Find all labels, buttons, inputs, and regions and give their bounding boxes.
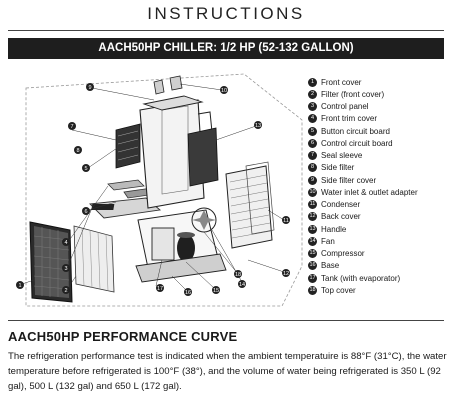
- legend-item: 9 Side filter cover: [308, 174, 450, 186]
- svg-text:1: 1: [18, 283, 21, 289]
- svg-text:14: 14: [239, 282, 245, 288]
- title-rule: [8, 30, 444, 31]
- part-number-badge: 16: [308, 261, 317, 271]
- svg-text:8: 8: [76, 148, 79, 154]
- svg-text:2: 2: [64, 288, 67, 294]
- legend-item: 8 Side filter: [308, 162, 450, 174]
- part-label: Control panel: [321, 102, 369, 112]
- part-label: Side filter: [321, 163, 355, 173]
- svg-text:16: 16: [185, 290, 191, 296]
- legend-item: 6 Control circuit board: [308, 137, 450, 149]
- part-number-badge: 6: [308, 138, 317, 148]
- part-label: Fan: [321, 236, 335, 246]
- part-label: Water inlet & outlet adapter: [321, 187, 418, 197]
- part-number-badge: 5: [308, 126, 317, 136]
- legend-item: 15 Compressor: [308, 248, 450, 260]
- part-number-badge: 14: [308, 236, 317, 246]
- part-number-badge: 2: [308, 89, 317, 99]
- svg-text:13: 13: [255, 123, 261, 129]
- svg-text:4: 4: [64, 240, 67, 246]
- legend-item: 18 Top cover: [308, 284, 450, 296]
- svg-text:17: 17: [157, 286, 163, 292]
- legend-item: 11 Condenser: [308, 199, 450, 211]
- legend-item: 2 Filter (front cover): [308, 88, 450, 100]
- part-label: Button circuit board: [321, 126, 390, 136]
- legend-item: 5 Button circuit board: [308, 125, 450, 137]
- legend-item: 12 Back cover: [308, 211, 450, 223]
- svg-text:5: 5: [84, 166, 87, 172]
- page-title: INSTRUCTIONS: [147, 4, 305, 23]
- part-label: Side filter cover: [321, 175, 377, 185]
- part-number-badge: 17: [308, 273, 317, 283]
- svg-text:6: 6: [84, 209, 87, 215]
- part-label: Tank (with evaporator): [321, 273, 401, 283]
- model-banner: AACH50HP CHILLER: 1/2 HP (52-132 GALLON): [8, 38, 444, 59]
- part-label: Control circuit board: [321, 138, 393, 148]
- part-number-badge: 4: [308, 114, 317, 124]
- svg-text:15: 15: [213, 288, 219, 294]
- part-label: Front trim cover: [321, 114, 378, 124]
- part-number-badge: 13: [308, 224, 317, 234]
- part-number-badge: 1: [308, 77, 317, 87]
- part-label: Back cover: [321, 212, 361, 222]
- svg-text:7: 7: [70, 124, 73, 130]
- part-number-badge: 10: [308, 187, 317, 197]
- part-label: Condenser: [321, 200, 361, 210]
- legend-item: 7 Seal sleeve: [308, 150, 450, 162]
- legend-item: 10 Water inlet & outlet adapter: [308, 186, 450, 198]
- performance-title: AACH50HP PERFORMANCE CURVE: [8, 329, 238, 344]
- part-number-badge: 3: [308, 102, 317, 112]
- svg-text:9: 9: [88, 85, 91, 91]
- part-number-badge: 8: [308, 163, 317, 173]
- part-label: Filter (front cover): [321, 89, 385, 99]
- front-cover-illustration: [29, 221, 73, 303]
- part-number-badge: 15: [308, 249, 317, 259]
- part-label: Base: [321, 261, 340, 271]
- legend-item: 4 Front trim cover: [308, 113, 450, 125]
- legend-item: 17 Tank (with evaporator): [308, 272, 450, 284]
- svg-text:11: 11: [283, 218, 289, 224]
- legend-item: 13 Handle: [308, 223, 450, 235]
- legend-item: 14 Fan: [308, 235, 450, 247]
- part-label: Top cover: [321, 285, 356, 295]
- part-label: Front cover: [321, 77, 362, 87]
- legend-item: 1 Front cover: [308, 76, 450, 88]
- part-label: Compressor: [321, 249, 365, 259]
- exploded-diagram: 1 2 3 4 5 6 7 8 9 10 11 12 13 14 15 16 1…: [12, 70, 304, 310]
- part-number-badge: 9: [308, 175, 317, 185]
- part-label: Handle: [321, 224, 347, 234]
- performance-description: The refrigeration performance test is in…: [8, 351, 447, 392]
- svg-text:10: 10: [221, 88, 227, 94]
- part-number-badge: 18: [308, 285, 317, 295]
- part-number-badge: 11: [308, 200, 317, 210]
- svg-text:3: 3: [64, 266, 67, 272]
- legend-item: 16 Base: [308, 260, 450, 272]
- part-number-badge: 12: [308, 212, 317, 222]
- part-number-badge: 7: [308, 151, 317, 161]
- legend-item: 3 Control panel: [308, 101, 450, 113]
- part-label: Seal sleeve: [321, 151, 363, 161]
- section-rule: [8, 320, 444, 321]
- svg-text:18: 18: [235, 272, 241, 278]
- svg-text:12: 12: [283, 271, 289, 277]
